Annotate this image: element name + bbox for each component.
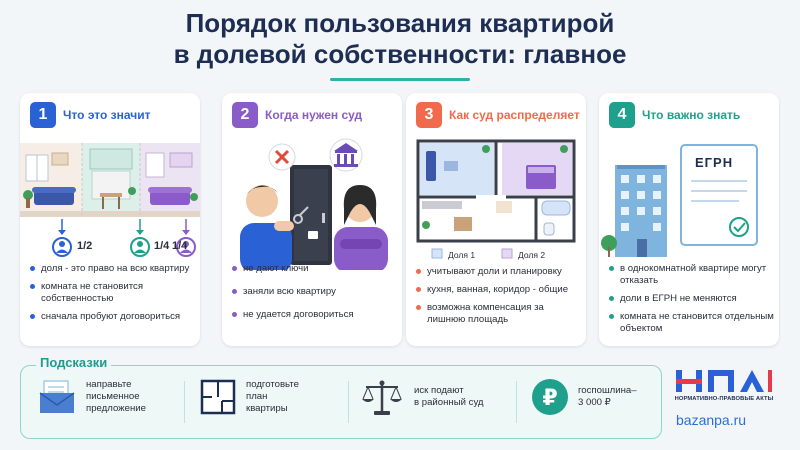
card-what-it-means: 1 Что это значит [20, 93, 200, 346]
bullet: комната не становится отдельным объектом [609, 311, 774, 335]
card-how-court-distributes: 3 Как суд распределяет Доля 1 Доля 2 учи… [406, 93, 586, 346]
card-bullets: не дают ключи заняли всю квартиру не уда… [232, 263, 397, 327]
bullet: доля - это право на всю квартиру [30, 263, 195, 275]
card-header: 1 Что это значит [30, 102, 195, 128]
bullet: кухня, ванная, коридор - общие [416, 284, 581, 296]
bullet: заняли всю квартиру [232, 286, 397, 298]
bullet: не дают ключи [232, 263, 397, 275]
registry-illustration [601, 144, 758, 257]
bullet: сначала пробуют договориться [30, 311, 195, 323]
envelope-icon [39, 380, 75, 413]
tip-text-line: подготовьте [246, 379, 299, 390]
card-number: 3 [416, 102, 442, 128]
tip-text-line: 3 000 ₽ [578, 397, 611, 408]
title-line-1: Порядок пользования квартирой [185, 8, 615, 38]
bullet: учитывают доли и планировку [416, 266, 581, 278]
bullet: доли в ЕГРН не меняются [609, 293, 774, 305]
npa-logo[interactable]: НОРМАТИВНО-ПРАВОВЫЕ АКТЫ bazanpa.ru [668, 368, 780, 438]
deny-bubble-icon [268, 143, 296, 171]
tip-divider [184, 381, 185, 423]
share-label-1: 1/2 [77, 240, 93, 252]
svg-text:₽: ₽ [542, 386, 557, 411]
bullet: возможна компенсация за лишнюю площадь [416, 302, 581, 326]
card-number: 4 [609, 102, 635, 128]
card-title: Когда нужен суд [265, 108, 363, 122]
tips-section: Подсказки направьте письменное предложен… [20, 355, 780, 439]
tip-text-line: письменное [86, 391, 140, 402]
egrn-document-icon [680, 144, 758, 246]
page-title: Порядок пользования квартирой в долевой … [0, 8, 800, 70]
card-bullets: учитывают доли и планировку кухня, ванна… [416, 266, 581, 332]
owner-3-icon [176, 237, 196, 257]
tip-fee: ₽ госпошлина– 3 000 ₽ [526, 375, 656, 423]
tip-text-line: предложение [86, 403, 146, 414]
legend-share-2: Доля 2 [518, 250, 546, 260]
card-important-to-know: 4 Что важно знать ЕГРН [599, 93, 779, 346]
share-label-3: 1/4 [172, 240, 188, 252]
scales-icon [362, 380, 402, 415]
tip-text-line: направьте [86, 379, 132, 390]
npa-logo-mark-icon [676, 370, 772, 392]
title-line-2: в долевой собственности: главное [173, 39, 627, 69]
tip-letter: направьте письменное предложение [34, 375, 174, 423]
floor-plan-illustration [416, 139, 576, 259]
tip-court: иск подают в районный суд [358, 375, 508, 423]
ruble-icon: ₽ [532, 379, 568, 415]
card-when-court-needed: 2 Когда нужен суд [222, 93, 402, 346]
tips-label: Подсказки [36, 355, 112, 370]
floor-plan-icon [200, 379, 236, 415]
document-label: ЕГРН [695, 155, 734, 170]
card-title: Как суд распределяет [449, 108, 580, 122]
card-header: 3 Как суд распределяет [416, 102, 581, 128]
bullet: комната не становится собственностью [30, 281, 195, 305]
bullet: не удается договориться [232, 309, 397, 321]
tip-text-line: в районный суд [414, 397, 484, 408]
bullet: в однокомнатной квартире могут отказать [609, 263, 774, 287]
owner-2-icon [130, 237, 150, 257]
card-bullets: в однокомнатной квартире могут отказать … [609, 263, 774, 341]
card-title: Что важно знать [642, 108, 741, 122]
tip-text-line: квартиры [246, 403, 288, 414]
dispute-illustration [240, 138, 388, 270]
logo-subtitle: НОРМАТИВНО-ПРАВОВЫЕ АКТЫ [674, 396, 774, 402]
tip-text-line: госпошлина– [578, 385, 637, 396]
tip-plan: подготовьте план квартиры [194, 375, 334, 423]
woman-icon [334, 185, 388, 270]
tip-text-line: план [246, 391, 268, 402]
rooms-illustration [20, 143, 200, 257]
card-title: Что это значит [63, 108, 151, 122]
logo-site-link[interactable]: bazanpa.ru [676, 412, 747, 428]
owner-1-icon [52, 237, 72, 257]
card-number: 1 [30, 102, 56, 128]
title-underline [330, 78, 470, 81]
tip-text-line: иск подают [414, 385, 464, 396]
card-header: 4 Что важно знать [609, 102, 774, 128]
share-label-2: 1/4 [154, 240, 170, 252]
tip-divider [348, 381, 349, 423]
court-building-icon [329, 138, 363, 172]
tip-divider [516, 381, 517, 423]
card-header: 2 Когда нужен суд [232, 102, 397, 128]
card-number: 2 [232, 102, 258, 128]
legend-share-1: Доля 1 [448, 250, 476, 260]
building-icon [601, 165, 667, 257]
man-with-key-icon [240, 185, 309, 270]
card-bullets: доля - это право на всю квартиру комната… [30, 263, 195, 329]
